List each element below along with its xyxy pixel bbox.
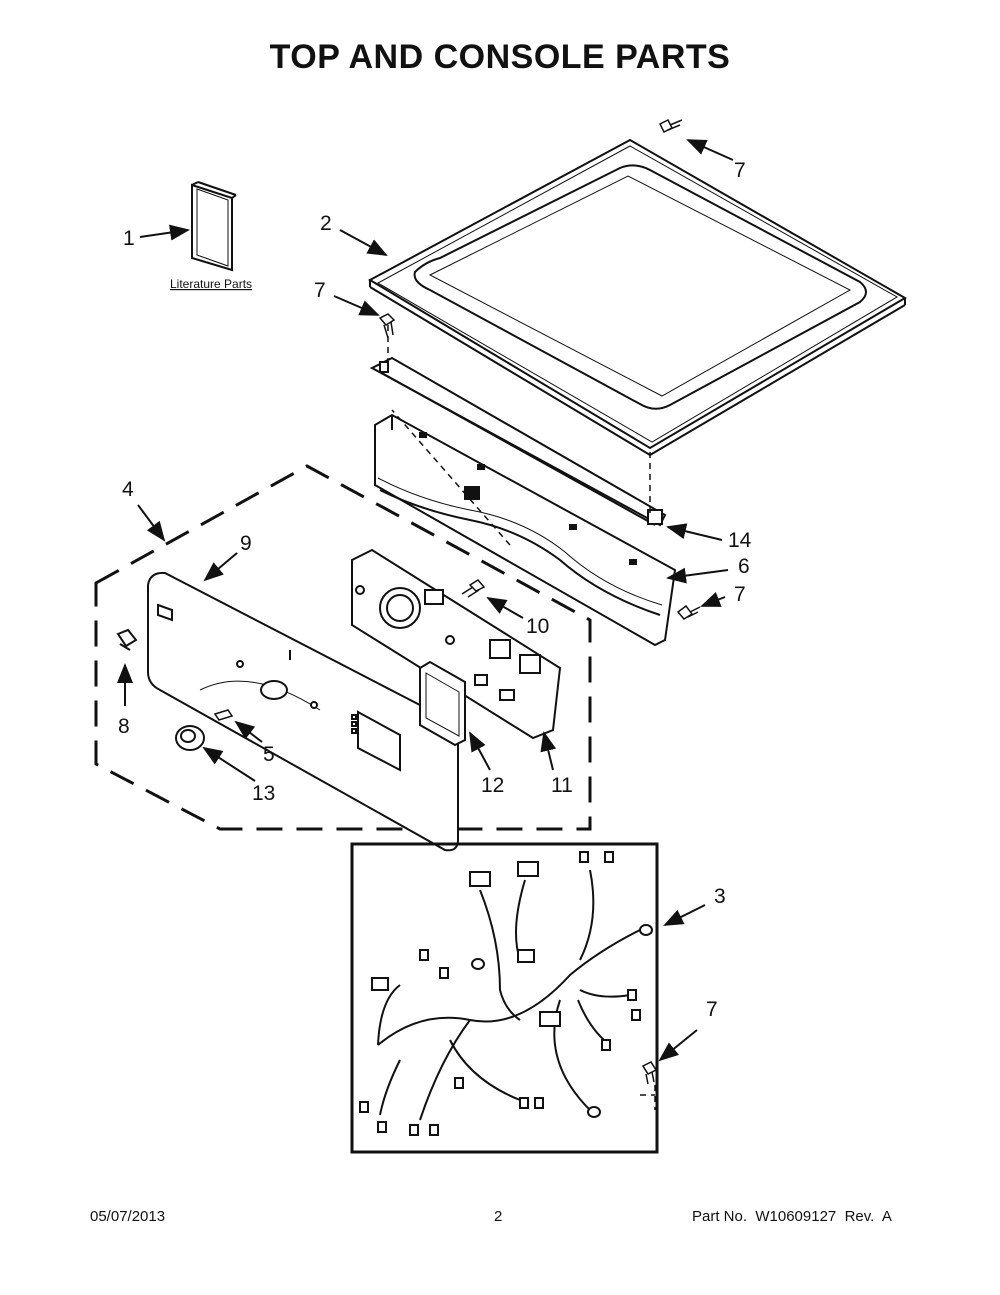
callout-6: 6: [738, 555, 750, 578]
screw-icon: [461, 579, 486, 598]
electronic-control-board: [351, 548, 562, 740]
wire-harness: [359, 851, 653, 1136]
leader-arrows: [117, 139, 734, 1062]
callout-7-left: 7: [314, 279, 326, 302]
wire-harness-box: [350, 842, 659, 1154]
callout-9: 9: [240, 532, 252, 555]
button-part: [116, 628, 138, 651]
top-panel: [367, 138, 907, 456]
callout-14: 14: [728, 529, 752, 552]
callout-3: 3: [714, 885, 726, 908]
console-panel: [147, 571, 460, 852]
control-knob: [175, 725, 205, 751]
screw-icon: [641, 1061, 658, 1085]
screw-icon: [676, 604, 701, 620]
screw-icon: [378, 313, 396, 339]
screw-icon: [658, 118, 683, 134]
literature-booklet: [191, 181, 237, 272]
page-title: TOP AND CONSOLE PARTS: [269, 38, 731, 76]
top-bracket: [369, 356, 667, 527]
footer-part-number: Part No. W10609127 Rev. A: [692, 1208, 892, 1225]
callout-13: 13: [252, 782, 275, 805]
literature-parts-label: Literature Parts: [170, 277, 252, 291]
callout-1: 1: [123, 227, 135, 250]
pushbutton-part: [213, 709, 234, 721]
callout-11: 11: [551, 774, 573, 797]
callout-10: 10: [526, 615, 549, 638]
console-bracket: [374, 413, 677, 647]
callout-5: 5: [263, 743, 275, 766]
user-interface-board: [419, 660, 466, 747]
alignment-lines: [387, 325, 656, 1110]
footer-page-number: 2: [494, 1208, 503, 1225]
callout-8: 8: [118, 715, 130, 738]
callout-7-top: 7: [734, 159, 746, 182]
callout-7-right: 7: [734, 583, 746, 606]
callout-12: 12: [481, 774, 504, 797]
footer-date: 05/07/2013: [90, 1208, 166, 1225]
callout-labels: 1 2 7 7 4 9 14 6 7 10 8 5 13 12 11 3 7: [118, 159, 752, 1021]
console-assembly-outline: [94, 464, 592, 831]
callout-2: 2: [320, 212, 332, 235]
callout-4: 4: [122, 478, 134, 501]
callout-7-bottom: 7: [706, 998, 718, 1021]
